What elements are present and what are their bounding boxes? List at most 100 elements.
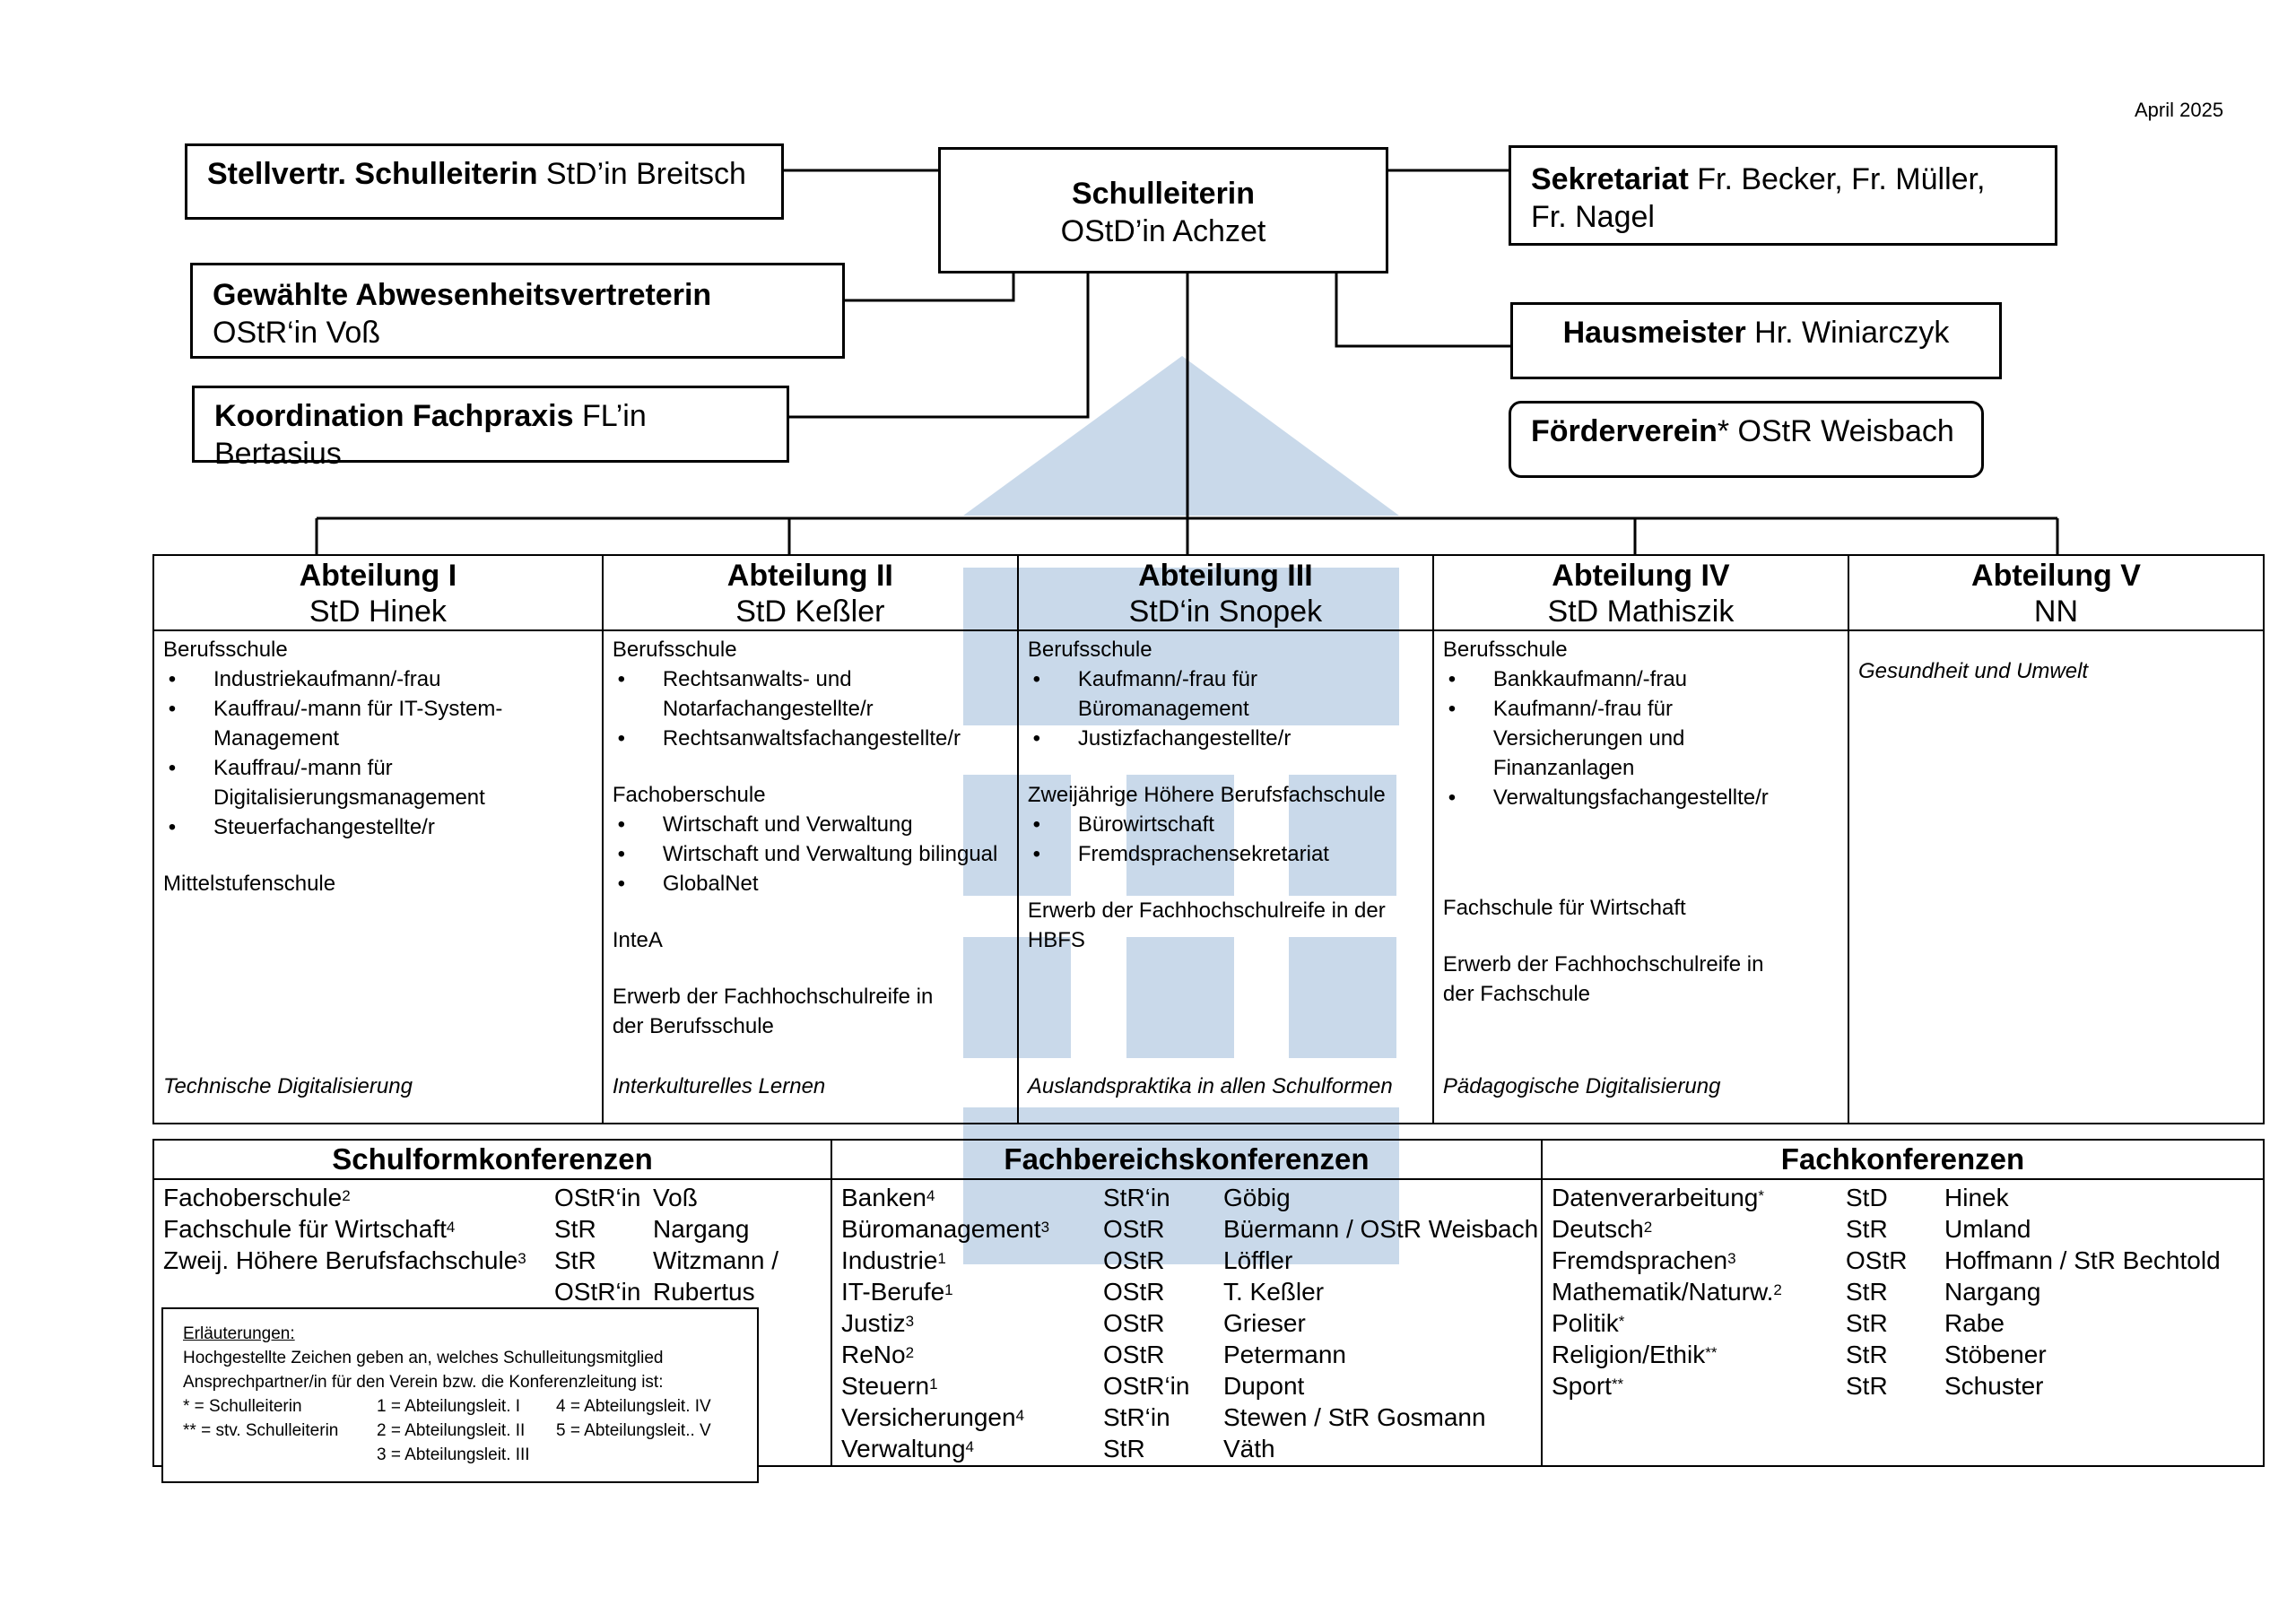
conference-superscript: 2 (1643, 1219, 1653, 1236)
conference-name: Zweij. Höhere Berufsfachschule3 (163, 1246, 526, 1274)
conference-superscript: * (1758, 1187, 1764, 1204)
conference-superscript: * (1618, 1313, 1625, 1330)
absence-deputy-box: Gewählte Abwesenheitsvertreterin OStR‘in… (190, 263, 845, 359)
department-1-header: Abteilung I StD Hinek (154, 556, 602, 631)
secretariat-names-1: Fr. Becker, Fr. Müller, (1688, 162, 1986, 196)
conference-rank: StR‘in (1103, 1403, 1170, 1431)
conference-name: Datenverarbeitung* (1552, 1184, 1764, 1211)
conference-rank: StR (1846, 1278, 1888, 1306)
conference-person: Büermann / OStR Weisbach (1223, 1215, 1539, 1243)
coordination-title: Koordination Fachpraxis (214, 399, 574, 433)
janitor-name: Hr. Winiarczyk (1745, 316, 1950, 350)
janitor-box: Hausmeister Hr. Winiarczyk (1510, 302, 2002, 379)
department-head: StD Hinek (309, 595, 447, 629)
conference-rank: OStR‘in (554, 1278, 641, 1306)
conference-person: Petermann (1223, 1341, 1346, 1368)
conference-name: Verwaltung4 (841, 1435, 975, 1462)
department-head: StD Keßler (735, 595, 885, 629)
department-head: NN (2033, 595, 2079, 629)
conference-person: T. Keßler (1223, 1278, 1325, 1306)
conference-person: Göbig (1223, 1184, 1291, 1211)
conference-person: Hoffmann / StR Bechtold (1944, 1246, 2221, 1274)
conference-person: Dupont (1223, 1372, 1305, 1400)
conference-rank: StR‘in (1103, 1184, 1170, 1211)
conference-row: Datenverarbeitung* StD Hinek (1552, 1182, 2254, 1213)
section-label: Erwerb der Fachhochschulreife in der HBF… (1027, 898, 1386, 952)
legend-key: 1 = Abteilungsleit. I (377, 1397, 521, 1416)
conference-rank: OStR‘in (1103, 1372, 1190, 1400)
conference-rank: StD (1846, 1184, 1888, 1211)
coordination-name: FL’in Bertasius (214, 399, 647, 471)
department-1: Abteilung I StD Hinek Berufsschule Indus… (154, 556, 604, 1123)
section-label: Berufsschule (612, 638, 737, 662)
conference-superscript: 4 (965, 1438, 975, 1455)
conference-rank: StR (1846, 1372, 1888, 1400)
conference-rank: StR (554, 1215, 596, 1243)
absence-name: OStR‘in Voß (213, 316, 381, 350)
section-label: Berufsschule (1442, 638, 1568, 662)
conference-name: Versicherungen4 (841, 1403, 1025, 1431)
section-label: Zweijährige Höhere Berufsfachschule (1027, 783, 1386, 807)
conference-person: Hinek (1944, 1184, 2009, 1211)
conference-superscript: 4 (926, 1187, 935, 1204)
secretariat-box: Sekretariat Fr. Becker, Fr. Müller, Fr. … (1509, 145, 2057, 246)
conference-person: Witzmann / (653, 1246, 779, 1274)
conference-row: Steuern1 OStR‘in Dupont (841, 1370, 1532, 1402)
conference-name: Büromanagement3 (841, 1215, 1050, 1243)
conference-name: ReNo2 (841, 1341, 915, 1368)
conference-person: Nargang (1944, 1278, 2041, 1306)
department-focus: Interkulturelles Lernen (612, 1074, 826, 1098)
conference-rank: OStR (1103, 1246, 1165, 1274)
department-2-body: Berufsschule Rechtsanwalts- und Notarfac… (604, 631, 1017, 1045)
conference-name: Steuern1 (841, 1372, 938, 1400)
conference-superscript: ** (1705, 1344, 1718, 1361)
list-item: Steuerfachangestellte/r (163, 812, 593, 842)
list-item: Rechtsanwalts- und Notarfachangestellte/… (613, 664, 1008, 724)
conference-rank: OStR (1846, 1246, 1908, 1274)
legend-line: Ansprechpartner/in für den Verein bzw. d… (183, 1373, 664, 1392)
legend-line: Hochgestellte Zeichen geben an, welches … (183, 1349, 664, 1367)
section-label: Fachschule für Wirtschaft (1442, 896, 1686, 920)
principal-name: OStD’in Achzet (1060, 214, 1266, 248)
conference-rank: OStR (1103, 1309, 1165, 1337)
department-head: StD‘in Snopek (1128, 595, 1323, 629)
conference-person: Löffler (1223, 1246, 1293, 1274)
conference-rank: StR (1103, 1435, 1145, 1462)
department-focus: Pädagogische Digitalisierung (1442, 1074, 1721, 1098)
conference-rank: StR (1846, 1341, 1888, 1368)
coordination-box: Koordination Fachpraxis FL’in Bertasius (192, 386, 789, 471)
conference-name: Industrie1 (841, 1246, 946, 1274)
department-title: Abteilung V (1971, 559, 2141, 593)
conference-rank: StR (1846, 1215, 1888, 1243)
section-label: InteA (612, 928, 663, 952)
deputy-name: StD’in Breitsch (537, 157, 746, 191)
secretariat-names-2: Fr. Nagel (1531, 200, 1655, 234)
janitor-title: Hausmeister (1562, 316, 1746, 350)
conference-person: Grieser (1223, 1309, 1306, 1337)
conference-rank: OStR (1103, 1341, 1165, 1368)
list-item: Kauffrau/-mann für Digitalisierungsmanag… (163, 753, 593, 812)
conference-rank: OStR (1103, 1215, 1165, 1243)
list-item: Kaufmann/-frau für Versicherungen und Fi… (1443, 694, 1839, 783)
department-focus: Auslandspraktika in allen Schulformen (1027, 1074, 1393, 1098)
absence-title: Gewählte Abwesenheitsvertreterin (213, 278, 712, 312)
conference-name: Deutsch2 (1552, 1215, 1653, 1243)
conference-name: Religion/Ethik** (1552, 1341, 1718, 1368)
conference-name: IT-Berufe1 (841, 1278, 953, 1306)
department-3-body: Berufsschule Kaufmann/-frau für Büromana… (1019, 631, 1432, 959)
conference-name: Sport** (1552, 1372, 1624, 1400)
deputy-title: Stellvertr. Schulleiterin (207, 157, 538, 191)
